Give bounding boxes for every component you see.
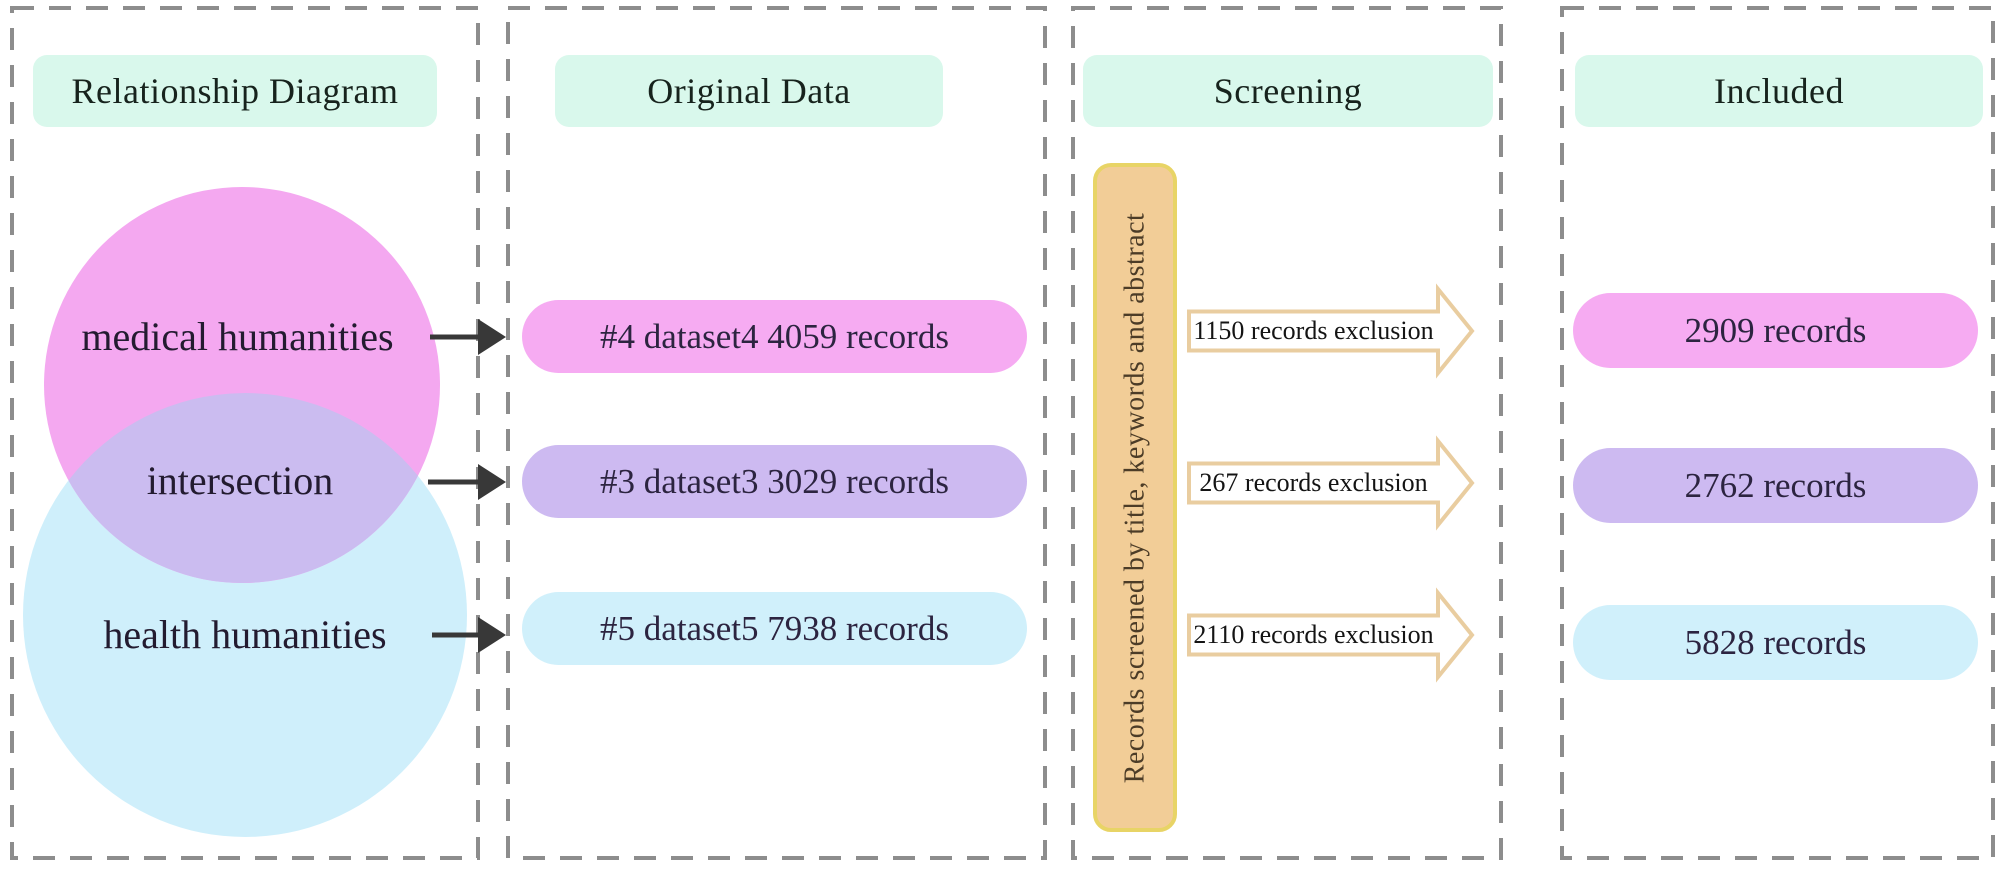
column-header-relationship: Relationship Diagram [33, 55, 437, 127]
screening-method-label: Records screened by title, keywords and … [1119, 212, 1150, 783]
arrow-health-to-dataset5 [432, 617, 506, 653]
column-header-original-data: Original Data [555, 55, 943, 127]
arrow-intersection-to-dataset3 [428, 464, 506, 500]
exclusion-label-1: 1150 records exclusion [1193, 316, 1434, 345]
included-2909-pill: 2909 records [1573, 293, 1978, 368]
venn-label-health-humanities: health humanities [103, 611, 387, 657]
included-2762-pill: 2762 records [1573, 448, 1978, 523]
screening-method-box: Records screened by title, keywords and … [1093, 163, 1177, 832]
exclusion-arrow-shape-3 [1187, 587, 1475, 683]
dataset5-pill: #5 dataset5 7938 records [522, 592, 1027, 665]
column-header-included: Included [1575, 55, 1983, 127]
exclusion-label-2: 267 records exclusion [1199, 468, 1428, 497]
dataset3-pill: #3 dataset3 3029 records [522, 445, 1027, 518]
column-border-included [1560, 6, 1995, 860]
exclusion-arrow-shape-2 [1187, 435, 1475, 531]
venn-label-medical-humanities: medical humanities [81, 313, 394, 359]
intersection-lens [68, 393, 418, 583]
included-5828-pill: 5828 records [1573, 605, 1978, 680]
venn-label-intersection: intersection [146, 457, 334, 503]
exclusion-arrow-shape-1 [1187, 283, 1475, 379]
column-border-original-data [506, 6, 1047, 860]
column-border-screening [1071, 6, 1503, 860]
exclusion-label-3: 2110 records exclusion [1193, 620, 1434, 649]
arrow-medical-to-dataset4 [430, 319, 506, 355]
column-border-relationship [10, 6, 480, 860]
column-header-screening: Screening [1083, 55, 1493, 127]
dataset4-pill: #4 dataset4 4059 records [522, 300, 1027, 373]
